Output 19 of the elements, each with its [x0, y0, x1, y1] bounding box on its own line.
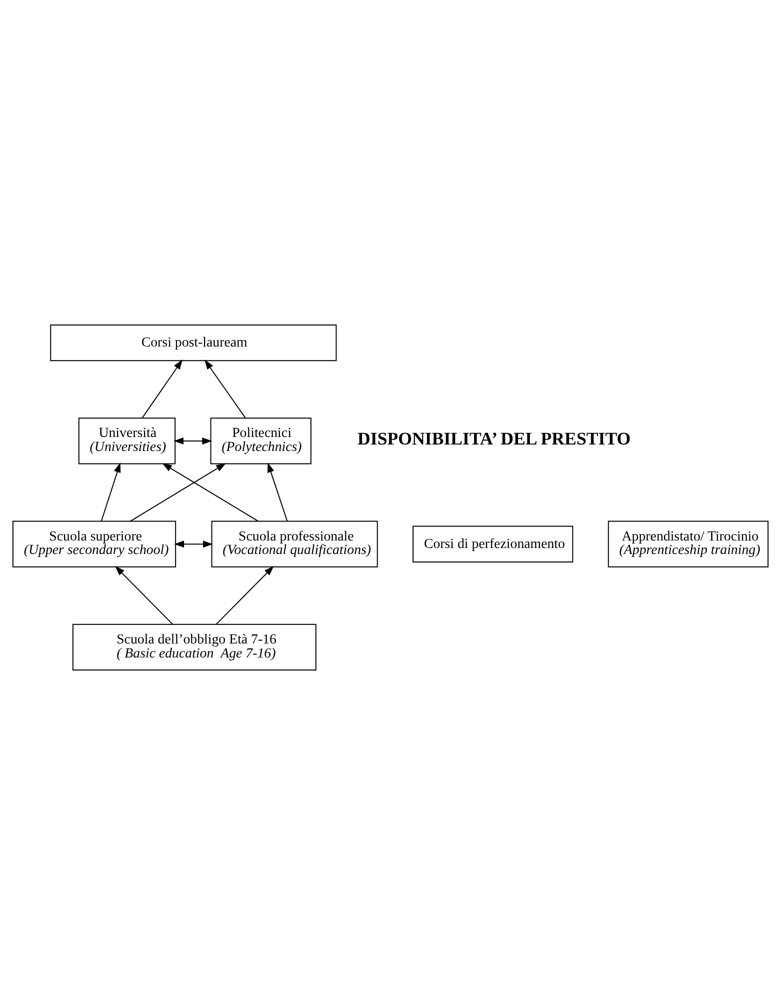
node-box: Università (Universities) [78, 417, 176, 464]
arrow [162, 462, 259, 522]
node-box: Corsi di perfezionamento [412, 525, 574, 562]
arrow [130, 462, 226, 522]
node-box: Corsi post-lauream [50, 324, 337, 361]
node-box: Scuola dell’obbligo Età 7-16 ( Basic education Age 7-16) [72, 623, 316, 670]
node-box: Apprendistato/ Tirocinio (Apprenticeship training) [608, 520, 769, 567]
node-box: Scuola superiore (Upper secondary school) [12, 520, 176, 567]
arrow [174, 540, 213, 548]
arrow [268, 462, 288, 522]
node-box: Politecnici (Polytechnics) [210, 417, 312, 464]
arrow [142, 359, 183, 418]
node-box: Scuola professionale (Vocational qualifications) [211, 520, 378, 567]
arrow [216, 565, 274, 624]
arrow [114, 565, 174, 624]
arrow [174, 437, 212, 444]
arrow [204, 359, 246, 418]
arrow [100, 462, 121, 522]
label: DISPONIBILITA’ DEL PRESTITO [358, 428, 631, 448]
